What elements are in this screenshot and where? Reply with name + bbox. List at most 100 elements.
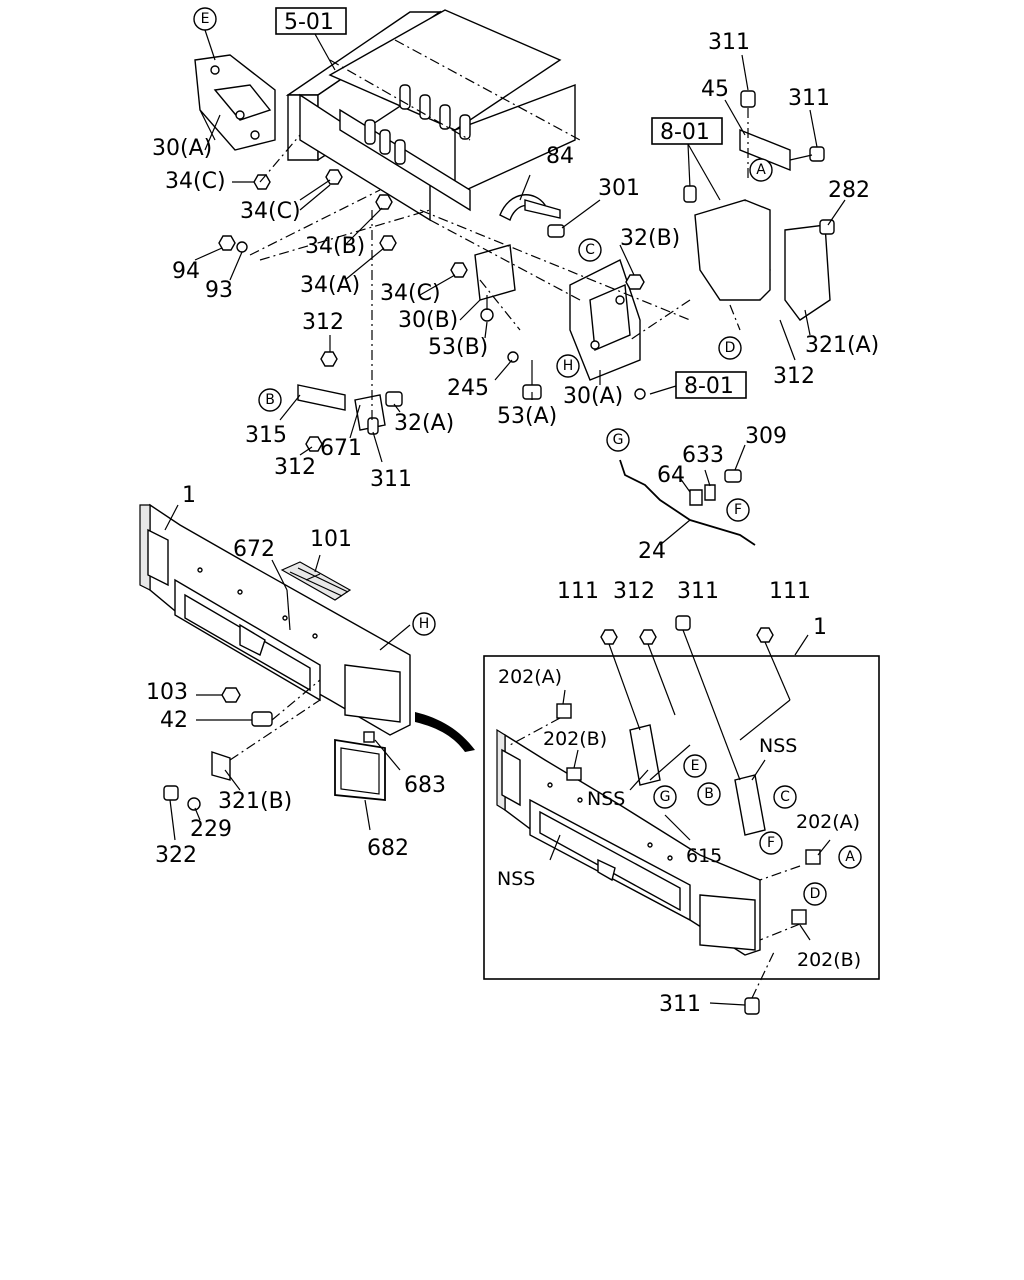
svg-text:B: B (265, 392, 275, 408)
harness-24 (619, 459, 756, 546)
label-311-tr1: 311 (708, 30, 750, 55)
callout-A-inset[interactable]: A (838, 845, 862, 869)
svg-text:F: F (767, 835, 775, 851)
bracket-upper-right (629, 90, 835, 341)
svg-text:H: H (563, 358, 574, 374)
label-32b: 32(B) (620, 226, 680, 251)
label-53a: 53(A) (497, 404, 557, 429)
svg-text:D: D (810, 886, 821, 902)
leader-lines (164, 54, 846, 1006)
label-312-top: 312 (302, 310, 344, 335)
label-315: 315 (245, 423, 287, 448)
label-42: 42 (160, 708, 188, 733)
callout-G-harness[interactable]: G (606, 428, 630, 452)
nss-inset-panel (483, 655, 880, 980)
label-309: 309 (745, 424, 787, 449)
chassis-frame (285, 9, 581, 222)
label-32a: 32(A) (394, 411, 454, 436)
callout-D-inset[interactable]: D (803, 882, 827, 906)
label-312-inset: 312 (613, 579, 655, 604)
label-282: 282 (828, 178, 870, 203)
svg-text:G: G (660, 789, 671, 805)
inset-arrow (415, 712, 475, 752)
label-101: 101 (310, 527, 352, 552)
label-34b: 34(B) (305, 234, 365, 259)
callout-E-top[interactable]: E (193, 7, 217, 31)
label-30b: 30(B) (398, 308, 458, 333)
label-301: 301 (598, 176, 640, 201)
part-labels: 30(A) 34(C) 34(C) 34(B) 94 93 34(A) 34(C… (146, 30, 879, 1017)
callout-F-harness[interactable]: F (726, 498, 750, 522)
label-202b-1: 202(B) (543, 728, 607, 750)
svg-text:H: H (419, 616, 430, 632)
label-245: 245 (447, 376, 489, 401)
label-84: 84 (546, 144, 574, 169)
label-311-tr2: 311 (788, 86, 830, 111)
label-682: 682 (367, 836, 409, 861)
label-683: 683 (404, 773, 446, 798)
label-111-b: 111 (769, 579, 811, 604)
bracket-30a-left (194, 29, 276, 151)
ref-label-8-01-top: 8-01 (660, 120, 710, 145)
hardware-left (218, 134, 468, 278)
svg-text:A: A (845, 849, 855, 865)
callout-A-top[interactable]: A (749, 158, 773, 182)
label-111-a: 111 (557, 579, 599, 604)
callout-E-inset[interactable]: E (683, 754, 707, 778)
label-45: 45 (701, 77, 729, 102)
label-93: 93 (205, 278, 233, 303)
label-321a: 321(A) (805, 333, 879, 358)
svg-text:B: B (704, 786, 714, 802)
label-24: 24 (638, 539, 666, 564)
label-229: 229 (190, 817, 232, 842)
label-615: 615 (686, 845, 722, 867)
svg-text:E: E (691, 758, 700, 774)
front-bumper-main (139, 503, 411, 736)
label-nss-2: NSS (759, 735, 797, 757)
callout-C-bracket[interactable]: C (578, 238, 602, 262)
svg-text:C: C (780, 789, 790, 805)
callout-B-stay[interactable]: B (258, 388, 282, 412)
callout-G-inset[interactable]: G (653, 785, 677, 809)
callout-H-bracket[interactable]: H (556, 354, 580, 378)
ref-box-5-01[interactable]: 5-01 (275, 7, 347, 71)
label-671: 671 (320, 436, 362, 461)
callout-C-inset[interactable]: C (773, 785, 797, 809)
callout-D-right[interactable]: D (718, 336, 742, 360)
label-nss-1: NSS (587, 788, 625, 810)
lamp-trim-682 (334, 731, 386, 801)
svg-text:G: G (613, 432, 624, 448)
ref-label-5-01: 5-01 (284, 10, 334, 35)
callout-F-inset[interactable]: F (759, 831, 783, 855)
callout-H-bumper[interactable]: H (412, 612, 436, 636)
ref-box-8-01-top[interactable]: 8-01 (651, 117, 723, 201)
label-311-inset: 311 (677, 579, 719, 604)
label-30a-left: 30(A) (152, 136, 212, 161)
tow-hook-84 (499, 194, 565, 238)
label-64: 64 (657, 463, 685, 488)
label-672: 672 (233, 537, 275, 562)
label-633: 633 (682, 443, 724, 468)
label-202b-2: 202(B) (797, 949, 861, 971)
label-202a-2: 202(A) (796, 811, 860, 833)
bolts-53 (480, 295, 542, 400)
svg-text:D: D (725, 340, 736, 356)
label-94: 94 (172, 259, 200, 284)
label-312-right: 312 (773, 364, 815, 389)
label-30a-mid: 30(A) (563, 384, 623, 409)
bracket-30a-center (419, 209, 691, 381)
label-322: 322 (155, 843, 197, 868)
label-1-inset: 1 (813, 615, 827, 640)
label-202a-1: 202(A) (498, 666, 562, 688)
stay-315-671 (297, 210, 403, 452)
label-1-main: 1 (182, 483, 196, 508)
label-53b: 53(B) (428, 335, 488, 360)
callout-B-inset[interactable]: B (697, 782, 721, 806)
ref-label-8-01-bottom: 8-01 (684, 374, 734, 399)
svg-text:C: C (585, 242, 595, 258)
bumper-hardware (163, 589, 321, 811)
ref-box-8-01-bottom[interactable]: 8-01 (634, 371, 747, 400)
label-nss-3: NSS (497, 868, 535, 890)
label-312-low: 312 (274, 455, 316, 480)
